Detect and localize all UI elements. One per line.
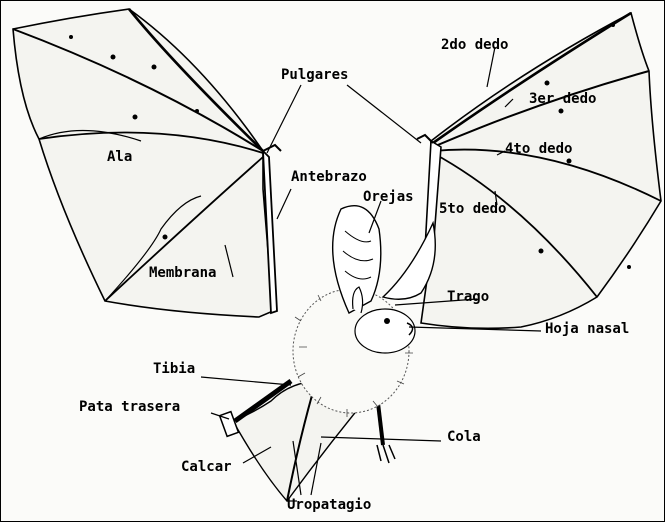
label-3er-dedo: 3er dedo xyxy=(529,91,596,107)
label-pata-trasera: Pata trasera xyxy=(79,399,180,415)
label-membrana: Membrana xyxy=(149,265,216,281)
right-foot xyxy=(377,445,395,463)
label-2do-dedo: 2do dedo xyxy=(441,37,508,53)
label-hoja-nasal: Hoja nasal xyxy=(545,321,629,337)
label-cola: Cola xyxy=(447,429,481,445)
label-orejas: Orejas xyxy=(363,189,414,205)
left-foot xyxy=(220,412,239,437)
label-tibia: Tibia xyxy=(153,361,195,377)
label-uropatagio: Uropatagio xyxy=(287,497,371,513)
label-5to-dedo: 5to dedo xyxy=(439,201,506,217)
label-calcar: Calcar xyxy=(181,459,232,475)
label-trago: Trago xyxy=(447,289,489,305)
label-ala: Ala xyxy=(107,149,132,165)
label-pulgares: Pulgares xyxy=(281,67,348,83)
bat-eye xyxy=(384,318,390,324)
right-wing-membrane xyxy=(421,13,661,328)
left-wing-membrane xyxy=(13,9,273,317)
bat-head xyxy=(355,309,415,353)
left-thumb xyxy=(263,145,281,151)
label-4to-dedo: 4to dedo xyxy=(505,141,572,157)
label-antebrazo: Antebrazo xyxy=(291,169,367,185)
